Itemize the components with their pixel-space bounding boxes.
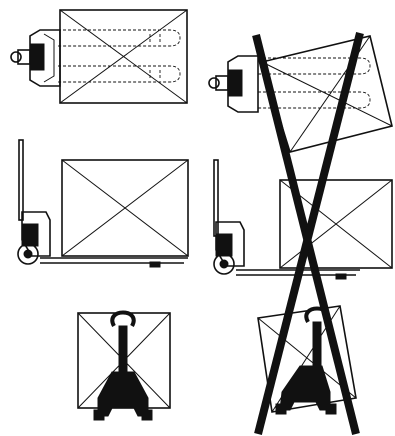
fork-dashed: [58, 66, 180, 82]
steer-wheel-hub: [24, 250, 32, 258]
handle-top: [18, 50, 30, 64]
handle-loop: [112, 313, 133, 327]
fork-roller: [336, 274, 346, 279]
correct-side-view: [18, 140, 188, 267]
load-box-diagonal: [262, 62, 392, 126]
truck-body: [22, 224, 38, 246]
handle-knob: [11, 52, 21, 62]
handle-top: [216, 76, 228, 90]
fork-roller: [150, 262, 160, 267]
wheel-rear: [276, 404, 286, 414]
truck-head-detail: [44, 34, 54, 82]
handle-shaft: [313, 322, 321, 368]
fork-dashed: [58, 30, 180, 46]
handle-bar: [19, 140, 23, 220]
truck-body-rear: [280, 366, 330, 410]
incorrect-column: [209, 33, 392, 434]
handle-knob: [209, 78, 219, 88]
truck-body-rear: [98, 372, 148, 416]
incorrect-top-view: [209, 36, 392, 152]
truck-chassis-top: [30, 44, 44, 70]
correct-column: [11, 10, 188, 420]
truck-chassis-top: [228, 70, 242, 96]
wheel-rear: [326, 404, 336, 414]
truck-body: [216, 234, 232, 256]
correct-top-view: [11, 10, 187, 103]
handle-shaft: [119, 326, 127, 374]
wheel-rear: [142, 410, 152, 420]
wheel-rear: [94, 410, 104, 420]
steer-wheel-hub: [220, 260, 228, 268]
correct-rear-view: [78, 313, 170, 421]
